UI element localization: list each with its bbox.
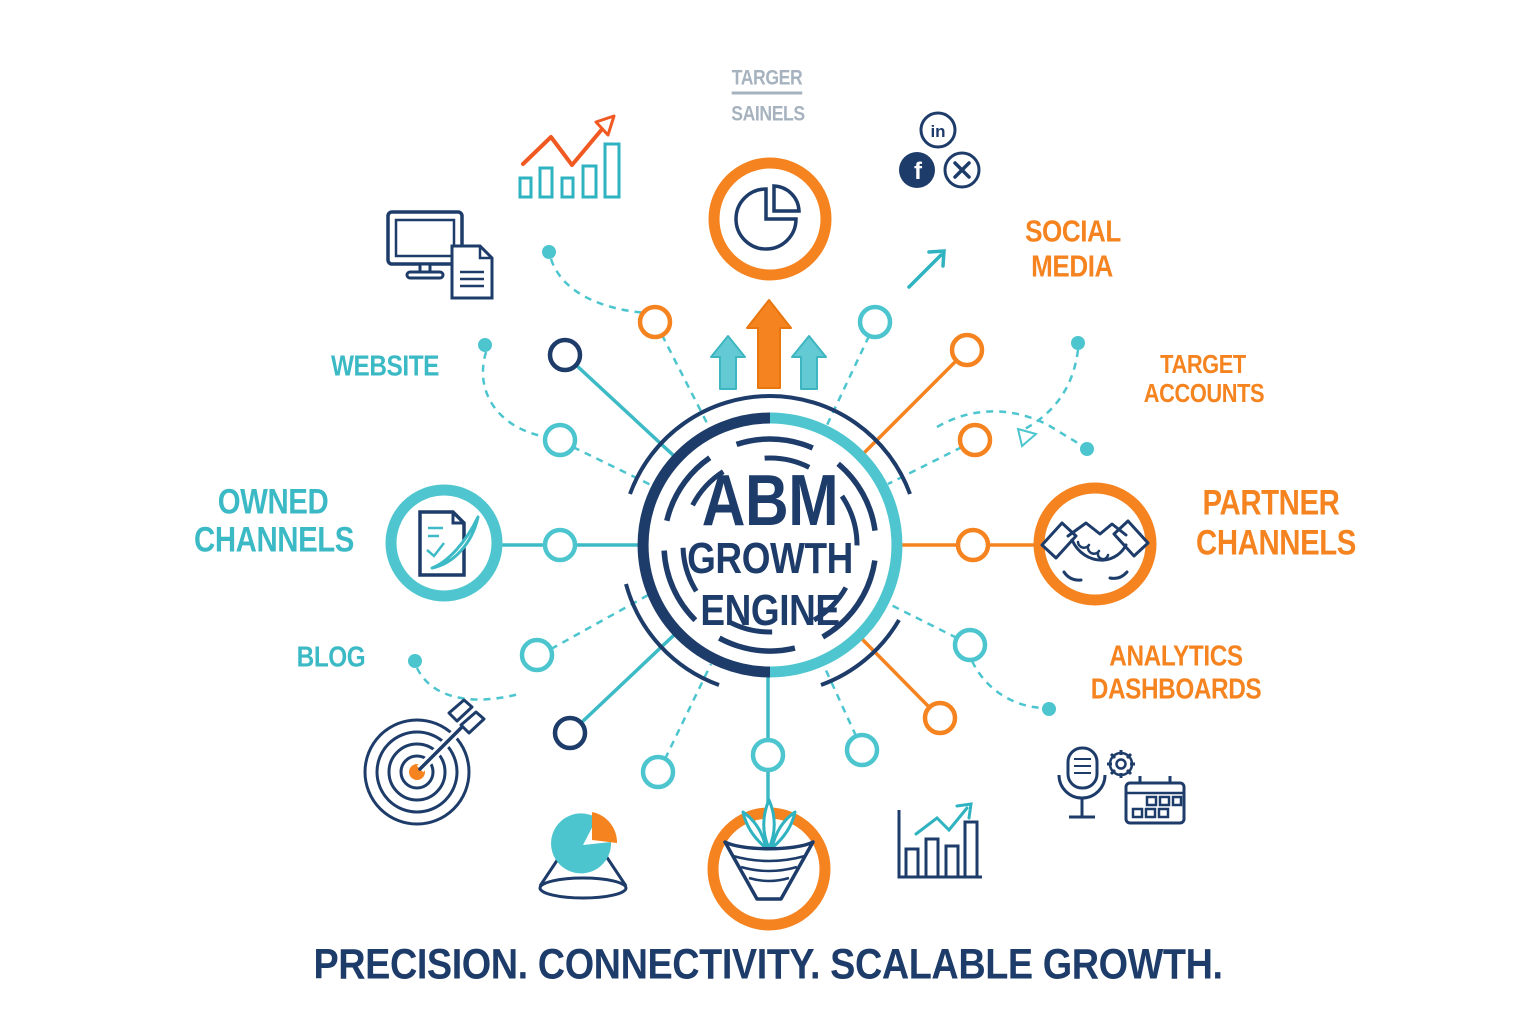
- x-close-icon: [943, 151, 981, 189]
- calendar-icon: [1124, 776, 1186, 825]
- connector-lines-solid-orange: [861, 359, 1035, 709]
- trend-arrow-icon: [907, 249, 946, 289]
- label-partner-channels-line2: CHANNELS: [1196, 523, 1356, 563]
- microphone-icon: [1057, 746, 1107, 819]
- up-arrows-icon: [710, 299, 827, 390]
- label-website: WEBSITE: [330, 350, 440, 383]
- node-circle: [640, 754, 676, 790]
- label-social-media-line2: MEDIA: [1031, 248, 1113, 284]
- axis-bar-chart-icon: [897, 802, 982, 879]
- node-circle: [957, 422, 993, 458]
- label-analytics-dashboards-line2: DASHBOARDS: [1090, 673, 1262, 706]
- facebook-icon: f: [899, 152, 935, 188]
- label-owned-channels-line2: CHANNELS: [194, 520, 354, 560]
- node-circle: [922, 700, 958, 736]
- node-circle: [637, 304, 673, 340]
- document-check-icon: [385, 484, 503, 602]
- funnel-leads-icon: [707, 798, 831, 931]
- linkedin-icon: in: [919, 111, 957, 149]
- pie-cone-icon: [538, 812, 628, 900]
- tagline: PRECISION. CONNECTIVITY. SCALABLE GROWTH…: [313, 940, 1223, 989]
- dashed-decor-curves: [415, 258, 1086, 710]
- connector-lines-solid-teal: [501, 363, 770, 809]
- decor-dots: [408, 245, 1094, 716]
- node-circle: [857, 304, 893, 340]
- label-target-accounts-line2: ACCOUNTS: [1143, 378, 1265, 408]
- label-target-accounts-line1: TARGET: [1160, 349, 1246, 379]
- node-circle: [952, 627, 988, 663]
- node-circle: [519, 637, 555, 673]
- label-analytics-dashboards-line1: ANALYTICS: [1109, 640, 1243, 673]
- node-circle: [750, 737, 786, 773]
- node-circle: [955, 527, 991, 563]
- gear-icon: [1107, 750, 1135, 778]
- desktop-monitor-icon: [386, 210, 494, 300]
- node-circle: [542, 527, 578, 563]
- hub-title-line3: ENGINE: [700, 586, 840, 635]
- pie-chart-icon: [708, 157, 832, 281]
- ghost-label-line2: SAINELS: [731, 102, 805, 126]
- radial-nodes: [519, 304, 993, 790]
- node-circle: [542, 422, 578, 458]
- dashed-arrowhead-icon: [1016, 427, 1039, 448]
- handshake-icon: [1033, 482, 1157, 606]
- dartboard-target-icon: [363, 698, 486, 826]
- growth-bar-chart-icon: [518, 114, 621, 199]
- node-circle: [547, 337, 583, 373]
- node-circle: [949, 332, 985, 368]
- label-blog: BLOG: [296, 641, 366, 674]
- ghost-label-line1: TARGER: [725, 68, 809, 95]
- svg-text:in: in: [930, 122, 945, 141]
- label-social-media-line1: SOCIAL: [1025, 213, 1121, 249]
- hub-title-line2: GROWTH: [687, 534, 853, 583]
- svg-text:f: f: [914, 158, 923, 185]
- label-partner-channels-line1: PARTNER: [1202, 483, 1340, 523]
- label-owned-channels-line1: OWNED: [217, 482, 329, 522]
- node-circle: [552, 715, 588, 751]
- hub-rings: [624, 394, 912, 687]
- hub-title-line1: ABM: [701, 461, 839, 541]
- node-circle: [844, 732, 880, 768]
